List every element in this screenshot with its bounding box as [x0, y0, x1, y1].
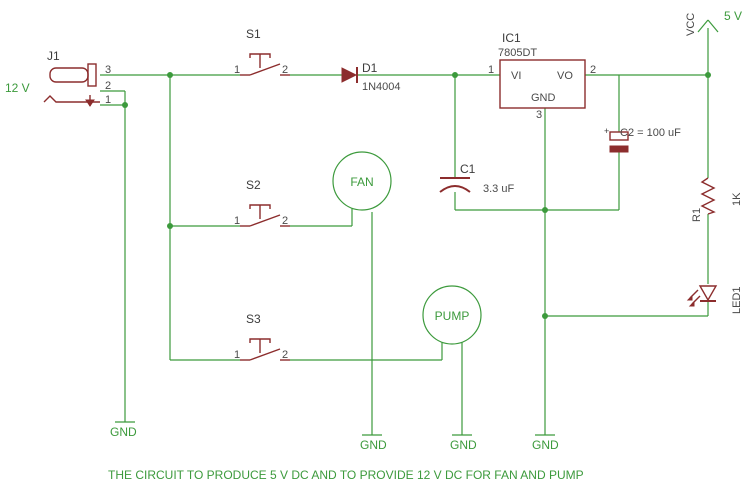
gnd-label-pump: GND: [450, 438, 477, 452]
c1-label: C1: [460, 162, 476, 176]
s2-pin2-label: 2: [282, 215, 288, 227]
switch-s3: [240, 338, 290, 361]
ic1-pin3-label: 3: [536, 109, 542, 121]
j1-pin3-label: 3: [105, 64, 111, 76]
s1-pin1-label: 1: [234, 64, 240, 76]
s3-pin2-label: 2: [282, 349, 288, 361]
resistor-r1: [700, 177, 716, 215]
pump-label: PUMP: [435, 309, 470, 323]
diagram-caption: THE CIRCUIT TO PRODUCE 5 V DC AND TO PRO…: [108, 468, 584, 482]
fan-motor: [332, 151, 392, 211]
supply-12v-label: 12 V: [5, 81, 30, 95]
c1-value-label: 3.3 uF: [483, 183, 514, 195]
gnd-label-ic: GND: [532, 438, 559, 452]
ic1-part-label: 7805DT: [498, 47, 537, 59]
j1-connector: [43, 63, 100, 107]
led1-label: LED1: [731, 286, 743, 314]
capacitor-c1: [439, 177, 471, 193]
ground-symbols: [115, 421, 555, 436]
s2-pin1-label: 1: [234, 215, 240, 227]
c2-plus-label: +: [604, 126, 609, 136]
diode-d1: [341, 67, 358, 83]
s1-pin2-label: 2: [282, 64, 288, 76]
gnd-label-j1: GND: [110, 425, 137, 439]
d1-value-label: 1N4004: [362, 81, 401, 93]
ic1-pin2-label: 2: [590, 64, 596, 76]
j1-label: J1: [47, 49, 60, 63]
switch-s1: [240, 53, 290, 76]
d1-label: D1: [362, 61, 378, 75]
vcc-label: VCC: [685, 13, 697, 36]
ic1-label: IC1: [502, 31, 521, 45]
s3-label: S3: [246, 312, 261, 326]
c2-label: C2 = 100 uF: [620, 127, 681, 139]
gnd-label-fan: GND: [360, 438, 387, 452]
j1-pin1-label: 1: [105, 94, 111, 106]
j1-pin2-label: 2: [105, 80, 111, 92]
s1-label: S1: [246, 27, 261, 41]
wires: [100, 19, 719, 435]
pump-motor: [422, 285, 482, 345]
led-led1: [686, 285, 718, 307]
capacitor-c2: [609, 131, 629, 153]
supply-5v-label: 5 V: [724, 9, 742, 23]
s3-pin1-label: 1: [234, 349, 240, 361]
r1-label: R1: [691, 208, 703, 222]
s2-label: S2: [246, 178, 261, 192]
junction-dots: [122, 72, 711, 319]
r1-value-label: 1K: [731, 192, 743, 206]
ic1-gnd-label: GND: [531, 92, 556, 104]
fan-label: FAN: [350, 175, 373, 189]
ic1-pin1-label: 1: [488, 64, 494, 76]
ic1-vo-label: VO: [557, 70, 573, 82]
ic1-vi-label: VI: [511, 70, 521, 82]
switch-s2: [240, 204, 290, 227]
regulator-ic1: [499, 59, 586, 109]
